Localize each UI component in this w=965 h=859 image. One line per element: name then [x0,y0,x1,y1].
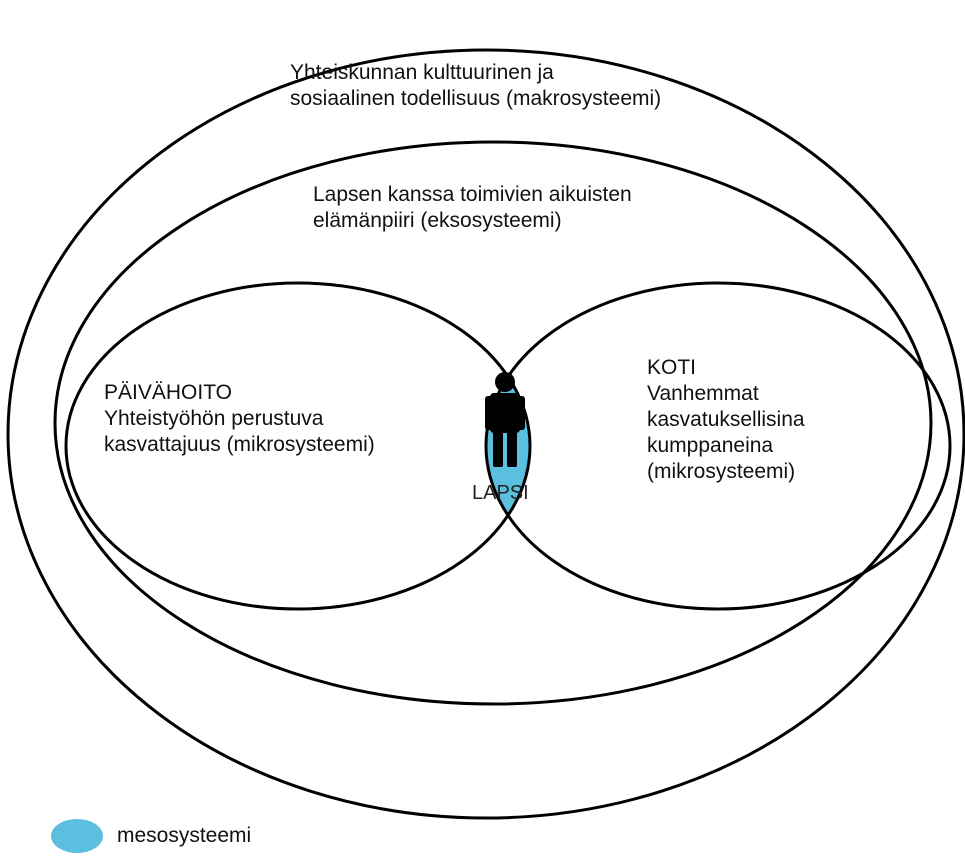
macrosystem-ellipse [6,48,965,820]
mesosystem-legend-swatch [51,819,103,853]
mesosystem-legend-label: mesosysteemi [117,824,252,847]
daycare-line1: Yhteistyöhön perustuva [104,407,324,430]
macrosystem-label-line2: sosiaalinen todellisuus (makrosysteemi) [290,87,662,110]
home-label: KOTI Vanhemmat kasvatuksellisina kumppan… [647,355,805,485]
home-line1: Vanhemmat [647,382,759,405]
home-microsystem-ellipse [484,281,952,611]
macrosystem-label: Yhteiskunnan kulttuurinen ja sosiaalinen… [290,60,661,112]
daycare-title: PÄIVÄHOITO [104,381,232,404]
macrosystem-label-line1: Yhteiskunnan kulttuurinen ja [290,61,554,84]
daycare-microsystem-ellipse [64,281,532,611]
daycare-line2: kasvattajuus (mikrosysteemi) [104,433,375,456]
person-icon [485,372,525,467]
home-line3: kumppaneina [647,434,774,457]
child-label: LAPSI [472,482,529,504]
exosystem-label-line2: elämänpiiri (eksosysteemi) [313,209,562,232]
daycare-label: PÄIVÄHOITO Yhteistyöhön perustuva kasvat… [104,380,375,458]
home-line4: (mikrosysteemi) [647,460,796,483]
home-line2: kasvatuksellisina [647,408,805,431]
exosystem-label: Lapsen kanssa toimivien aikuisten elämän… [313,182,632,234]
exosystem-label-line1: Lapsen kanssa toimivien aikuisten [313,183,632,206]
home-title: KOTI [647,356,697,379]
exosystem-ellipse [53,140,933,706]
